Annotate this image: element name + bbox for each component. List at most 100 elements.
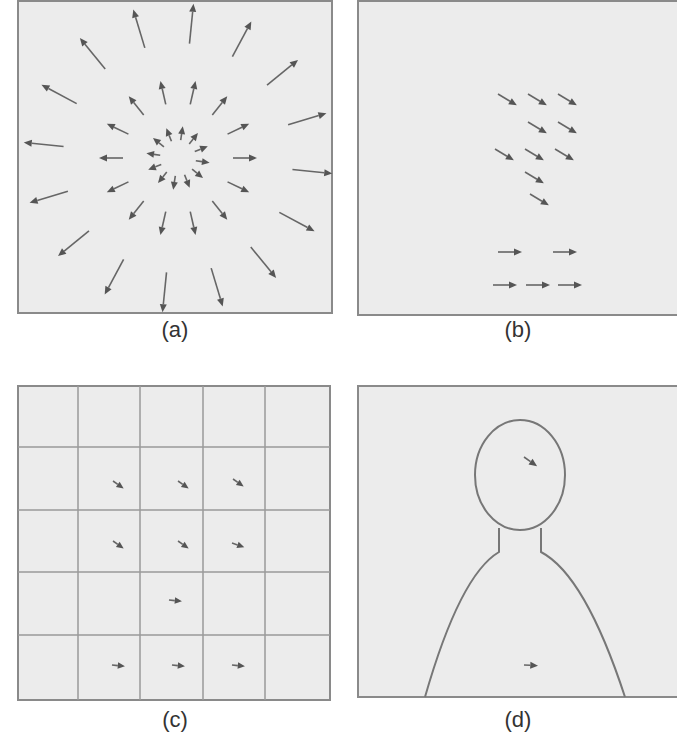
vector-head [80, 38, 88, 46]
vector-shaft [267, 65, 292, 85]
vector-head [318, 112, 327, 119]
vector-shaft [228, 182, 242, 189]
vector-head [306, 224, 315, 231]
vector-shaft [64, 231, 89, 251]
panel-label: (d) [505, 709, 532, 731]
vector-head [574, 282, 582, 289]
vector-shaft [162, 89, 166, 105]
vector-shaft [555, 149, 567, 156]
vector-head [159, 81, 166, 90]
vector-head [236, 480, 244, 487]
vector-head [148, 164, 156, 171]
vector-head [542, 282, 550, 289]
vector-shaft [211, 268, 220, 299]
vector-head [184, 179, 191, 187]
vector-head [107, 124, 116, 131]
vector-shaft [114, 182, 128, 189]
vector-head [565, 153, 574, 160]
vector-head [160, 304, 167, 312]
vector-head [244, 21, 251, 30]
vector-shaft [169, 599, 175, 601]
vector-shaft [162, 212, 166, 228]
block-grid [18, 386, 330, 700]
vector-head [181, 482, 189, 489]
vector-shaft [558, 94, 570, 101]
vector-head [159, 226, 166, 235]
vector-shaft [228, 127, 242, 134]
vector-head [99, 155, 107, 162]
vector-head [58, 248, 66, 256]
vector-shaft [195, 149, 201, 151]
vector-shaft [525, 172, 537, 179]
vector-shaft [189, 139, 193, 144]
panel-label: (a) [162, 319, 189, 341]
vector-shaft [178, 481, 183, 484]
vector-shaft [48, 88, 76, 103]
vector-head [530, 662, 538, 669]
person-outline [425, 420, 625, 697]
vector-head [569, 249, 577, 256]
vector-shaft [112, 664, 118, 666]
vector-head [166, 128, 173, 136]
vector-shaft [251, 247, 271, 272]
vector-head [153, 138, 161, 146]
vector-shaft [212, 201, 222, 214]
vector-head [116, 542, 124, 549]
vector-shaft [154, 154, 160, 157]
vector-head [24, 140, 32, 147]
vector-shaft [185, 175, 187, 181]
vector-head [41, 85, 50, 92]
vector-shaft [279, 212, 307, 227]
vector-head [189, 4, 196, 12]
vector-head [132, 10, 139, 19]
vector-head [105, 286, 112, 295]
vector-head [30, 197, 39, 204]
vector-head [508, 98, 517, 105]
vector-shaft [163, 272, 166, 304]
vector-shaft [163, 172, 167, 177]
vector-head [174, 597, 181, 603]
vector-head [538, 98, 547, 105]
vector-head [146, 151, 154, 158]
vector-shaft [190, 212, 194, 228]
vector-head [129, 211, 137, 219]
vector-head [240, 186, 249, 193]
vector-shaft [172, 664, 178, 666]
vector-head [535, 176, 544, 183]
vector-shaft [37, 191, 68, 200]
vector-head [540, 198, 549, 205]
vector-shaft [136, 17, 145, 48]
vector-shaft [189, 12, 192, 44]
vector-shaft [553, 251, 569, 253]
vector-shaft [498, 94, 510, 101]
vector-shaft [525, 149, 537, 156]
vector-shaft [233, 157, 249, 159]
vector-shaft [32, 143, 64, 146]
vector-head [268, 270, 276, 278]
panel-a [18, 1, 332, 313]
vector-head [568, 126, 577, 133]
vector-head [129, 96, 137, 104]
vector-head [190, 81, 197, 90]
panel-d [358, 386, 677, 697]
vector-shaft [292, 169, 324, 172]
vector-shaft [232, 664, 238, 666]
vector-shaft [495, 149, 507, 156]
vector-shaft [192, 169, 197, 173]
vector-shaft [530, 194, 542, 201]
vector-shaft [232, 28, 247, 56]
vector-head [190, 133, 198, 141]
vector-shaft [113, 541, 118, 544]
vector-head [236, 542, 244, 548]
vector-head [529, 459, 538, 466]
vector-head [568, 98, 577, 105]
vector-head [249, 155, 257, 162]
vector-shaft [558, 122, 570, 129]
vector-shaft [524, 664, 530, 666]
vector-shaft [134, 102, 144, 115]
vector-shaft [155, 165, 161, 167]
vector-head [237, 662, 244, 668]
vector-head [220, 211, 228, 219]
vector-head [181, 542, 189, 549]
